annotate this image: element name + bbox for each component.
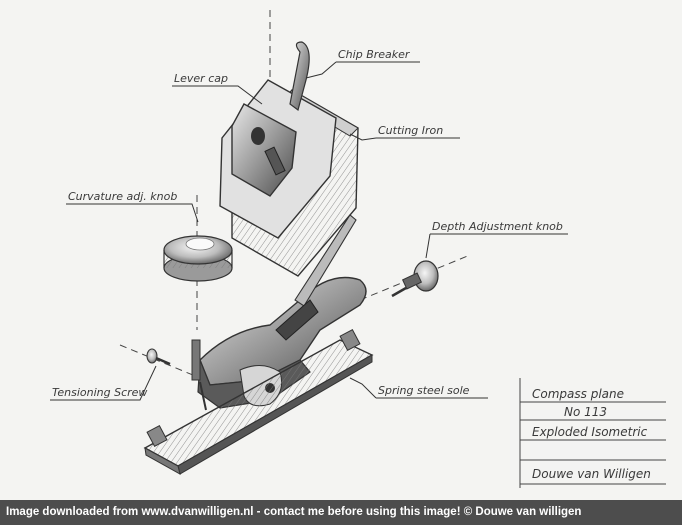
- label-spring-sole: Spring steel sole: [378, 384, 470, 397]
- leader-tensioning-screw: [50, 365, 157, 401]
- leader-lines: [50, 61, 568, 401]
- depth-adjustment-knob: [391, 260, 439, 298]
- title-block-line4: Douwe van Willigen: [532, 467, 651, 481]
- leader-lever-cap: [172, 85, 263, 105]
- footer-text: Image downloaded from www.dvanwilligen.n…: [6, 506, 582, 518]
- leader-depth-knob: [425, 233, 568, 259]
- leader-cutting-iron: [349, 133, 460, 141]
- exploded-isometric-drawing: Lever cap Chip Breaker Cutting Iron Curv…: [50, 10, 666, 488]
- label-tensioning-screw: Tensioning Screw: [52, 386, 147, 399]
- label-lever-cap: Lever cap: [174, 72, 228, 85]
- spring-steel-sole: [143, 328, 374, 476]
- leader-chip-breaker: [305, 61, 420, 79]
- title-block-line1: Compass plane: [532, 387, 624, 401]
- leader-spring-sole: [349, 377, 488, 399]
- lever-cap-screw-hole: [251, 127, 265, 145]
- leader-curvature-knob: [66, 203, 199, 223]
- depth-axis-line: [359, 254, 471, 301]
- label-chip-breaker: Chip Breaker: [338, 48, 411, 61]
- label-cutting-iron: Cutting Iron: [378, 124, 443, 137]
- label-curvature-knob: Curvature adj. knob: [68, 190, 177, 203]
- curvature-adjustment-knob: [163, 235, 233, 282]
- title-block: Compass plane No 113 Exploded Isometric …: [519, 378, 666, 488]
- title-block-line3: Exploded Isometric: [532, 425, 648, 439]
- label-depth-knob: Depth Adjustment knob: [432, 220, 563, 233]
- tensioning-screw: [146, 339, 207, 411]
- tension-axis-line: [119, 344, 206, 381]
- copyright-footer: Image downloaded from www.dvanwilligen.n…: [0, 500, 682, 525]
- title-block-line2: No 113: [564, 405, 607, 419]
- lever-cap: [231, 103, 297, 197]
